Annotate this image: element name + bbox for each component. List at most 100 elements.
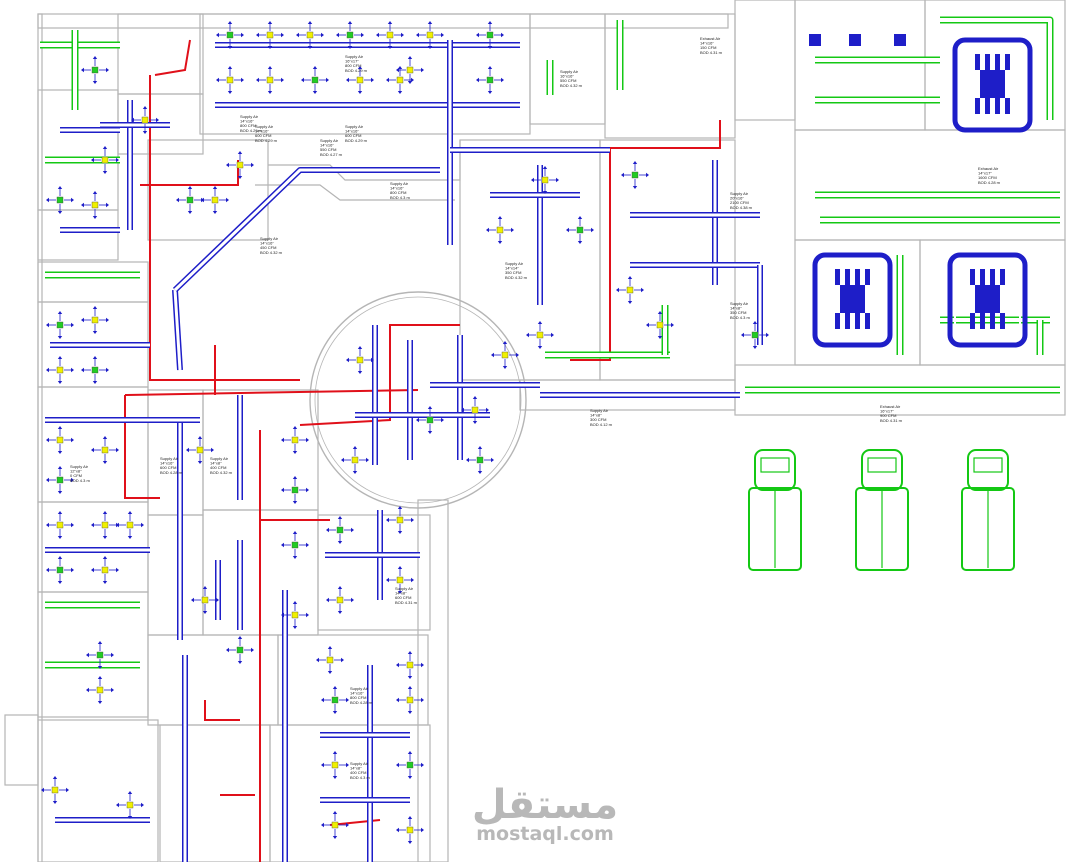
arrow-head — [81, 367, 84, 373]
vehicle-outline-2 — [961, 449, 1015, 571]
diffuser-body — [51, 786, 59, 794]
arrow-head — [421, 662, 424, 668]
duct-label-line: 14"x16" — [320, 143, 334, 148]
architectural-walls — [4, 0, 1066, 862]
diffuser-10 — [346, 66, 374, 94]
red-pipe-7 — [140, 160, 239, 186]
arrow-head — [292, 626, 298, 629]
arrow-head — [71, 322, 74, 328]
arrow-head — [97, 676, 103, 679]
ahu-core — [980, 70, 1005, 98]
diffuser-body — [631, 171, 639, 179]
arrow-head — [106, 67, 109, 73]
duct-label-line: Supply Air — [255, 124, 274, 129]
arrow-head — [91, 447, 94, 453]
arrow-head — [92, 81, 98, 84]
duct-label-line: Supply Air — [350, 761, 369, 766]
arrow-head — [127, 791, 133, 794]
diffuser-body — [91, 366, 99, 374]
duct-label-line: 800 CFM — [350, 695, 366, 700]
arrow-head — [281, 487, 284, 493]
ahu-riser — [990, 269, 995, 285]
arrow-head — [616, 287, 619, 293]
arrow-head — [187, 211, 193, 214]
mechanical-equipment — [748, 34, 1033, 571]
ahu-ring-inner — [954, 259, 1021, 341]
wall-room-34 — [37, 719, 159, 862]
wall-room-36 — [417, 499, 449, 862]
arrow-head — [326, 597, 329, 603]
diffuser-body — [306, 31, 314, 39]
arrow-head — [387, 46, 393, 49]
duct-label-line: 14"x16" — [255, 129, 269, 134]
diffuser-52 — [116, 511, 144, 539]
diffuser-body — [141, 116, 149, 124]
arrow-head — [306, 612, 309, 618]
diffuser-body — [476, 456, 484, 464]
arrow-head — [197, 436, 203, 439]
arrow-head — [516, 352, 519, 358]
arrow-head — [292, 426, 298, 429]
arrow-head — [407, 776, 413, 779]
duct-label-line: BOD 4.12 m — [590, 422, 613, 427]
duct-label-line: 600 CFM — [395, 595, 411, 600]
diffuser-body — [486, 31, 494, 39]
diffuser-body — [331, 696, 339, 704]
diffuser-64 — [91, 146, 119, 174]
arrow-head — [411, 517, 414, 523]
diffuser-5 — [416, 21, 444, 49]
duct-label-line: Exhaust Air — [880, 404, 901, 409]
diffuser-body — [101, 156, 109, 164]
arrow-head — [202, 611, 208, 614]
duct-label-line: 300 CFM — [590, 417, 606, 422]
diffuser-body — [311, 76, 319, 84]
arrow-head — [397, 506, 403, 509]
diffuser-body — [291, 611, 299, 619]
arrow-head — [351, 597, 354, 603]
arrow-head — [92, 216, 98, 219]
duct-label-line: Supply Air — [345, 54, 364, 59]
diffuser-body — [336, 596, 344, 604]
arrow-head — [387, 21, 393, 24]
arrow-head — [487, 21, 493, 24]
ahu-riser — [980, 313, 985, 329]
arrow-head — [671, 322, 674, 328]
duct-label-line: 400 CFM — [350, 770, 366, 775]
arrow-head — [57, 186, 63, 189]
diffuser-body — [56, 196, 64, 204]
duct-label-line: BOD 4.32 m — [505, 275, 528, 280]
arrow-head — [476, 32, 479, 38]
arrow-head — [366, 457, 369, 463]
diffuser-body — [96, 651, 104, 659]
arrow-head — [71, 567, 74, 573]
arrow-head — [57, 381, 63, 384]
arrow-head — [127, 816, 133, 819]
air-handling-unit-0 — [812, 252, 893, 348]
duct-label-line: 600 CFM — [345, 133, 361, 138]
arrow-head — [416, 32, 419, 38]
arrow-head — [91, 522, 94, 528]
diffuser-46 — [486, 216, 514, 244]
wall-round-hall-inner — [314, 296, 522, 504]
arrow-head — [332, 711, 338, 714]
diffuser-44 — [526, 321, 554, 349]
arrow-head — [341, 657, 344, 663]
arrow-head — [386, 577, 389, 583]
arrow-head — [106, 202, 109, 208]
arrow-head — [102, 146, 108, 149]
ahu-riser — [975, 54, 980, 70]
diffuser-4 — [376, 21, 404, 49]
arrow-head — [486, 407, 489, 413]
arrow-head — [502, 341, 508, 344]
arrow-head — [337, 611, 343, 614]
arrow-head — [71, 437, 74, 443]
arrow-head — [227, 46, 233, 49]
diffuser-body — [406, 66, 414, 74]
arrow-head — [371, 357, 374, 363]
diffuser-27 — [46, 556, 74, 584]
arrow-head — [312, 66, 318, 69]
